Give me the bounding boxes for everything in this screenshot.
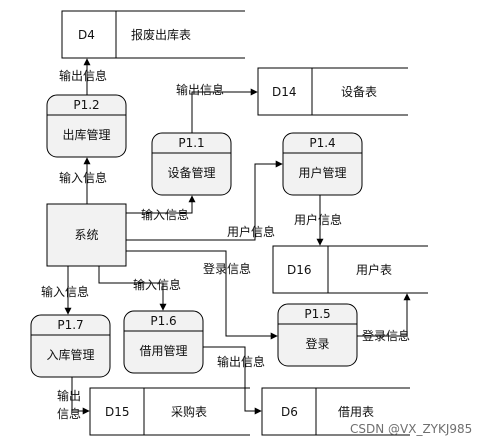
- store-d15-id: D15: [105, 405, 130, 419]
- store-d16-id: D16: [287, 263, 312, 277]
- process-p15-id: P1.5: [304, 307, 331, 321]
- flow-label-p15-to-d16: 登录信息: [362, 329, 411, 343]
- flow-p11-to-d14: [191, 88, 258, 133]
- flow-label-sys-to-p14: 用户信息: [227, 225, 276, 239]
- process-p15: [277, 303, 358, 367]
- store-d15-name: 采购表: [171, 405, 208, 419]
- store-d6-id: D6: [281, 405, 298, 419]
- store-d6: [261, 387, 410, 436]
- flow-label-sys-to-p12: 输入信息: [59, 171, 108, 185]
- process-p12-name: 出库管理: [62, 128, 111, 142]
- flow-label-p12-to-d4: 输出信息: [59, 69, 108, 83]
- store-d16: [272, 245, 428, 294]
- flow-label-sys-to-p16: 输入信息: [133, 278, 182, 292]
- process-p14: [282, 132, 363, 196]
- flow-p16-to-d6: [203, 346, 262, 415]
- flow-p17-to-d15: [71, 377, 90, 415]
- flow-sys-to-p15: [126, 250, 278, 340]
- process-p14-name: 用户管理: [298, 166, 347, 180]
- process-p17: [30, 314, 111, 378]
- store-d15: [89, 387, 250, 436]
- process-p12-id: P1.2: [73, 98, 100, 112]
- flow-label-sys-to-p17: 输入信息: [41, 285, 90, 299]
- process-p11-name: 设备管理: [167, 166, 216, 180]
- flow-label-p17-to-d15-line1: 输出: [57, 389, 82, 403]
- store-d4-name: 报废出库表: [131, 28, 192, 42]
- flow-label-sys-to-p11: 输入信息: [141, 208, 190, 222]
- entity-system-label: 系统: [74, 228, 99, 242]
- flow-label-sys-to-p15: 登录信息: [203, 262, 252, 276]
- store-d6-name: 借用表: [338, 405, 375, 419]
- flow-sys-to-p14: [126, 160, 283, 241]
- flow-label-p11-to-d14: 输出信息: [176, 83, 225, 97]
- store-d14-name: 设备表: [341, 85, 378, 99]
- flow-p15-to-d16: [357, 293, 411, 337]
- flow-label-p14-to-d16: 用户信息: [294, 213, 343, 227]
- process-p15-name: 登录: [305, 337, 330, 351]
- process-p17-id: P1.7: [57, 318, 84, 332]
- flow-sys-to-p11: [126, 195, 196, 214]
- watermark-text: CSDN @VX_ZYKJ985: [350, 422, 473, 436]
- flow-sys-to-p16: [98, 266, 167, 311]
- process-p14-id: P1.4: [309, 136, 336, 150]
- store-d16-name: 用户表: [356, 263, 393, 277]
- process-p16: [123, 310, 204, 374]
- process-p16-name: 借用管理: [139, 344, 188, 358]
- process-p16-id: P1.6: [150, 314, 177, 328]
- flow-label-p16-to-d6: 输出信息: [217, 355, 266, 369]
- flow-label-p17-to-d15-line2: 信息: [57, 407, 82, 421]
- store-d14-id: D14: [272, 85, 297, 99]
- store-d4: [61, 10, 245, 59]
- process-p11-id: P1.1: [178, 136, 205, 150]
- process-p17-name: 入库管理: [46, 348, 95, 362]
- store-d14: [257, 67, 408, 116]
- store-d4-id: D4: [78, 28, 95, 42]
